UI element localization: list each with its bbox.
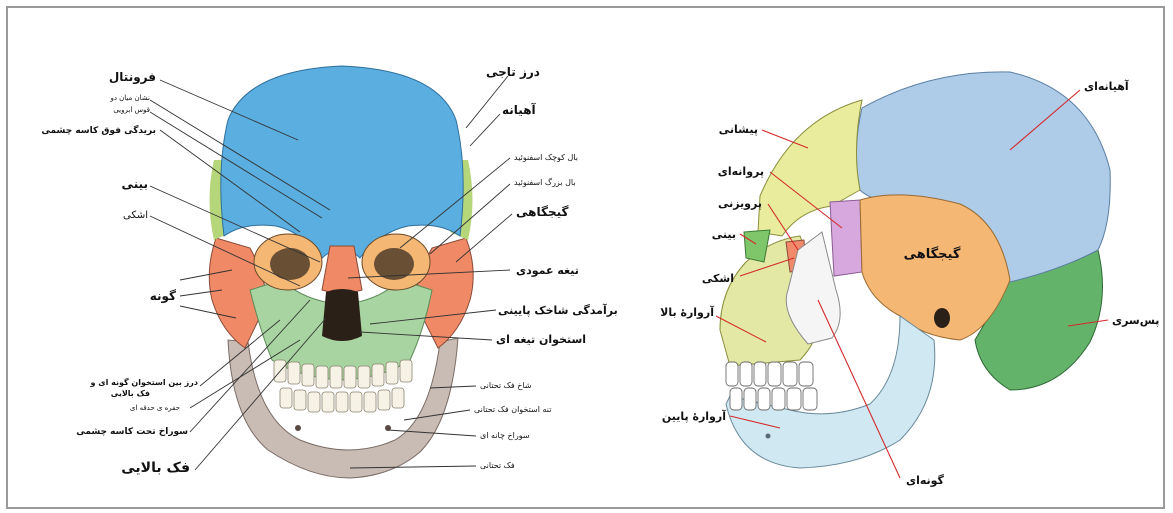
- side-sphenoid: [830, 200, 862, 276]
- side-teeth: [726, 362, 817, 410]
- front-label-glabella: نشان میان دو: [109, 94, 150, 102]
- side-label-occipital: پس‌سری: [1112, 314, 1159, 327]
- side-label-maxilla: آروارهٔ بالا: [660, 305, 714, 319]
- front-label-frontal: فرونتال: [109, 70, 156, 85]
- front-label-parietal: آهیانه: [502, 102, 537, 117]
- front-label-ramus: شاخ فک تحتانی: [480, 381, 532, 390]
- front-label-zm-suture-2: فک بالایی: [111, 389, 150, 398]
- side-label-lacrimal: اشکی: [702, 272, 734, 285]
- front-label-zygomatic: گونه: [150, 289, 176, 304]
- front-label-maxilla: فک بالایی: [121, 460, 190, 476]
- front-label-coronal: درز تاجی: [486, 65, 540, 79]
- front-label-nasal: بینی: [122, 177, 148, 191]
- front-label-infraorbital: سوراخ تحت کاسه چشمی: [76, 427, 188, 437]
- side-label-frontal: پیشانی: [719, 123, 758, 136]
- front-label-temporal: گیجگاهی: [516, 205, 568, 219]
- side-label-ethmoid: پرویزنی: [718, 197, 762, 210]
- side-skull-illustration: [720, 72, 1110, 468]
- front-label-supraorbital: بریدگی فوق کاسه چشمی: [41, 124, 156, 136]
- front-label-mandible: فک تحتانی: [480, 461, 515, 470]
- side-label-mandible: آروارهٔ پایین: [662, 409, 726, 423]
- front-label-mental: سوراخ چانه ای: [480, 431, 530, 440]
- front-label-mandible-body: تنه استخوان فک تحتانی: [474, 405, 551, 414]
- front-label-lesser-wing: بال کوچک اسفنوئید: [514, 153, 578, 162]
- side-label-temporal: گیجگاهی: [904, 246, 961, 262]
- side-label-parietal: آهیانه‌ای: [1084, 79, 1129, 93]
- front-label-vomer: استخوان تیغه ای: [496, 333, 586, 346]
- front-label-superciliary: قوس ابرویی: [113, 106, 150, 114]
- front-label-perpendicular: تیغه عمودی: [516, 264, 579, 277]
- front-label-greater-wing: بال بزرگ اسفنوئید: [514, 177, 576, 187]
- side-label-zygomatic: گونه‌ای: [906, 474, 945, 487]
- front-nasal-cavity: [322, 289, 362, 341]
- front-label-lacrimal: اشکی: [123, 210, 148, 221]
- side-label-sphenoid: پروانه‌ای: [718, 165, 764, 178]
- front-frontal-bone: [221, 66, 463, 258]
- front-skull-illustration: [209, 66, 473, 478]
- side-label-nasal: بینی: [712, 228, 736, 241]
- front-label-inferior-concha: برآمدگی شاخک پایینی: [498, 303, 618, 317]
- front-label-alveolar: حفره ی حدقه ای: [130, 404, 180, 412]
- front-label-zm-suture: درز بین استخوان گونه ای و: [89, 377, 198, 387]
